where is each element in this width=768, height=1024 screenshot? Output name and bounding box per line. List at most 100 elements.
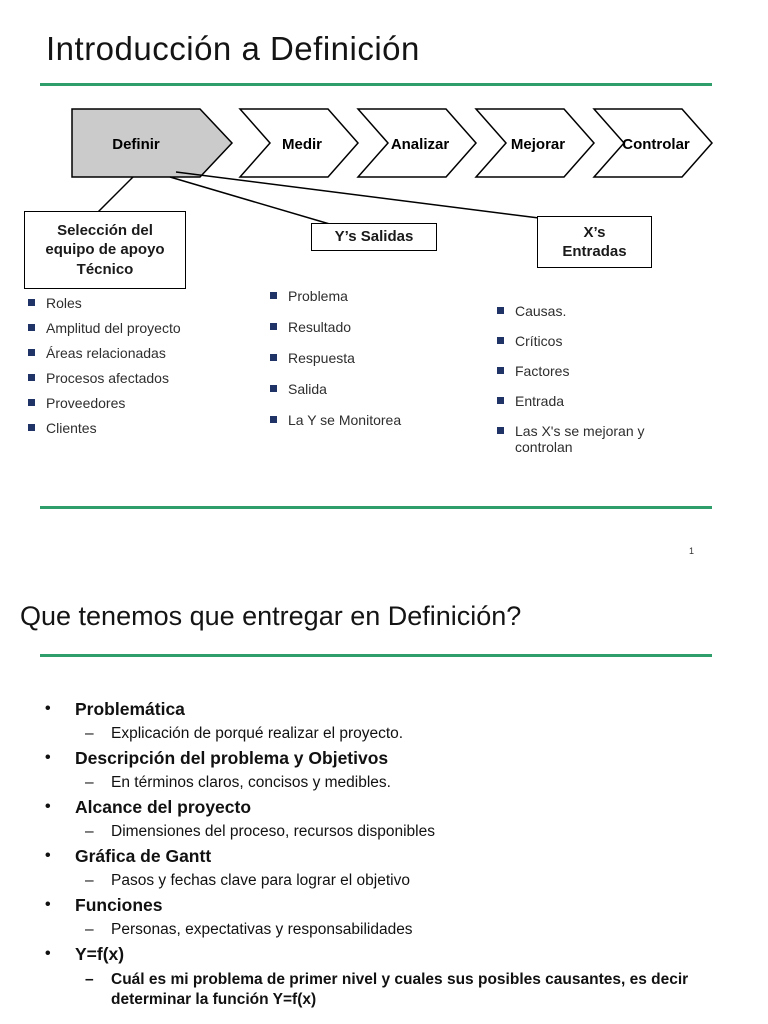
deliverable-sub: –Dimensiones del proceso, recursos dispo… bbox=[85, 820, 740, 845]
list-item-text: Roles bbox=[46, 295, 82, 311]
bullet-square-icon bbox=[28, 374, 35, 381]
list-item-text: Respuesta bbox=[288, 350, 355, 366]
slide2-content: •Problemática –Explicación de porqué rea… bbox=[45, 697, 740, 1010]
deliverable-heading: •Funciones bbox=[45, 893, 740, 918]
callout-box-seleccion-label: Selección del equipo de apoyo Técnico bbox=[45, 221, 165, 278]
callout-box-ys-label: Y’s Salidas bbox=[334, 228, 414, 246]
list-item: Factores bbox=[497, 363, 689, 379]
list-item-text: Amplitud del proyecto bbox=[46, 320, 181, 336]
chevron-medir-shape bbox=[238, 108, 360, 178]
dash-icon: – bbox=[85, 773, 94, 791]
dash-icon: – bbox=[85, 970, 94, 988]
bullet-square-icon bbox=[497, 367, 504, 374]
list-item: Resultado bbox=[270, 319, 401, 335]
bullet-dot-icon: • bbox=[45, 798, 51, 815]
deliverable-sub: –Explicación de porqué realizar el proye… bbox=[85, 722, 740, 747]
dash-icon: – bbox=[85, 724, 94, 742]
dmaic-process-flow-diagram: Definir Medir Analizar Mejorar Controlar bbox=[71, 108, 714, 226]
heading-text: Problemática bbox=[75, 699, 185, 719]
sub-text: Explicación de porqué realizar el proyec… bbox=[111, 724, 404, 742]
heading-text: Y=f(x) bbox=[75, 944, 125, 964]
bullet-dot-icon: • bbox=[45, 749, 51, 766]
bullet-square-icon bbox=[270, 416, 277, 423]
callout-box-seleccion: Selección del equipo de apoyo Técnico bbox=[24, 211, 186, 289]
chevron-medir-label: Medir bbox=[282, 136, 322, 153]
list-item-text: Críticos bbox=[515, 333, 563, 349]
bullet-square-icon bbox=[270, 292, 277, 299]
list-item: Amplitud del proyecto bbox=[28, 320, 181, 336]
bullet-square-icon bbox=[28, 299, 35, 306]
title-divider-line bbox=[40, 83, 712, 86]
list-item: Roles bbox=[28, 295, 181, 311]
chevron-definir-label: Definir bbox=[112, 136, 160, 153]
bullet-square-icon bbox=[28, 324, 35, 331]
list-xs-entradas: Causas. Críticos Factores Entrada Las X'… bbox=[497, 303, 689, 469]
dash-icon: – bbox=[85, 920, 94, 938]
slide-intro-definicion: Introducción a Definición Definir Medir … bbox=[24, 30, 714, 556]
list-item-text: Factores bbox=[515, 363, 570, 379]
sub-text: Dimensiones del proceso, recursos dispon… bbox=[111, 822, 435, 840]
slide-entregables-definicion: Que tenemos que entregar en Definición? … bbox=[0, 585, 768, 1024]
bullet-dot-icon: • bbox=[45, 700, 51, 717]
deliverable-sub: –Personas, expectativas y responsabilida… bbox=[85, 918, 740, 943]
list-item: Áreas relacionadas bbox=[28, 345, 181, 361]
list-item: Problema bbox=[270, 288, 401, 304]
list-item: Las X's se mejoran y controlan bbox=[497, 423, 689, 455]
deliverable-sub: –Cuál es mi problema de primer nivel y c… bbox=[85, 967, 740, 1010]
list-ys-salidas: Problema Resultado Respuesta Salida La Y… bbox=[270, 288, 401, 443]
chevron-analizar-label: Analizar bbox=[391, 136, 450, 153]
list-item-text: Salida bbox=[288, 381, 327, 397]
list-item-text: Entrada bbox=[515, 393, 565, 409]
deliverable-heading: •Alcance del proyecto bbox=[45, 795, 740, 820]
deliverable-sub: –En términos claros, concisos y medibles… bbox=[85, 771, 740, 796]
sub-text: Cuál es mi problema de primer nivel y cu… bbox=[111, 970, 689, 1008]
list-item: Procesos afectados bbox=[28, 370, 181, 386]
list-item: Proveedores bbox=[28, 395, 181, 411]
slide2-title: Que tenemos que entregar en Definición? bbox=[20, 601, 522, 631]
connector-line-ys bbox=[169, 176, 334, 226]
list-item: Causas. bbox=[497, 303, 689, 319]
chevron-controlar-shape bbox=[592, 108, 714, 178]
title-divider-line bbox=[40, 654, 712, 657]
chevron-analizar-shape bbox=[356, 108, 478, 178]
chevron-mejorar-shape bbox=[474, 108, 596, 178]
bullet-square-icon bbox=[497, 337, 504, 344]
connector-line-xs bbox=[175, 171, 540, 219]
dash-icon: – bbox=[85, 871, 94, 889]
list-seleccion: Roles Amplitud del proyecto Áreas relaci… bbox=[28, 295, 181, 445]
bullet-square-icon bbox=[270, 385, 277, 392]
callout-box-xs-entradas: X’s Entradas bbox=[537, 216, 652, 268]
list-item: Clientes bbox=[28, 420, 181, 436]
bullet-square-icon bbox=[28, 399, 35, 406]
list-item: Salida bbox=[270, 381, 401, 397]
bullet-square-icon bbox=[497, 427, 504, 434]
list-item-text: Causas. bbox=[515, 303, 567, 319]
bullet-square-icon bbox=[28, 349, 35, 356]
chevron-controlar-label: Controlar bbox=[622, 136, 690, 153]
bullet-square-icon bbox=[497, 307, 504, 314]
bullet-square-icon bbox=[497, 397, 504, 404]
sub-text: Pasos y fechas clave para lograr el obje… bbox=[111, 871, 410, 889]
connector-line-seleccion bbox=[97, 176, 134, 213]
heading-text: Funciones bbox=[75, 895, 163, 915]
callout-box-ys-salidas: Y’s Salidas bbox=[311, 223, 437, 251]
bullet-dot-icon: • bbox=[45, 847, 51, 864]
list-item-text: Problema bbox=[288, 288, 348, 304]
heading-text: Gráfica de Gantt bbox=[75, 846, 212, 866]
slide1-title: Introducción a Definición bbox=[46, 30, 420, 67]
list-item-text: Las X's se mejoran y controlan bbox=[515, 423, 645, 455]
sub-text: Personas, expectativas y responsabilidad… bbox=[111, 920, 413, 938]
list-item: Respuesta bbox=[270, 350, 401, 366]
bullet-square-icon bbox=[270, 323, 277, 330]
list-item-text: Proveedores bbox=[46, 395, 126, 411]
deliverable-heading: •Descripción del problema y Objetivos bbox=[45, 746, 740, 771]
bullet-square-icon bbox=[28, 424, 35, 431]
list-item-text: Áreas relacionadas bbox=[46, 345, 166, 361]
chevron-definir-shape bbox=[71, 108, 234, 178]
deliverable-heading: • Gráfica de Gantt bbox=[45, 844, 740, 869]
bullet-square-icon bbox=[270, 354, 277, 361]
callout-box-xs-label: X’s Entradas bbox=[562, 223, 627, 261]
deliverable-sub: –Pasos y fechas clave para lograr el obj… bbox=[85, 869, 740, 894]
list-item: Críticos bbox=[497, 333, 689, 349]
footer-divider-line bbox=[40, 506, 712, 509]
